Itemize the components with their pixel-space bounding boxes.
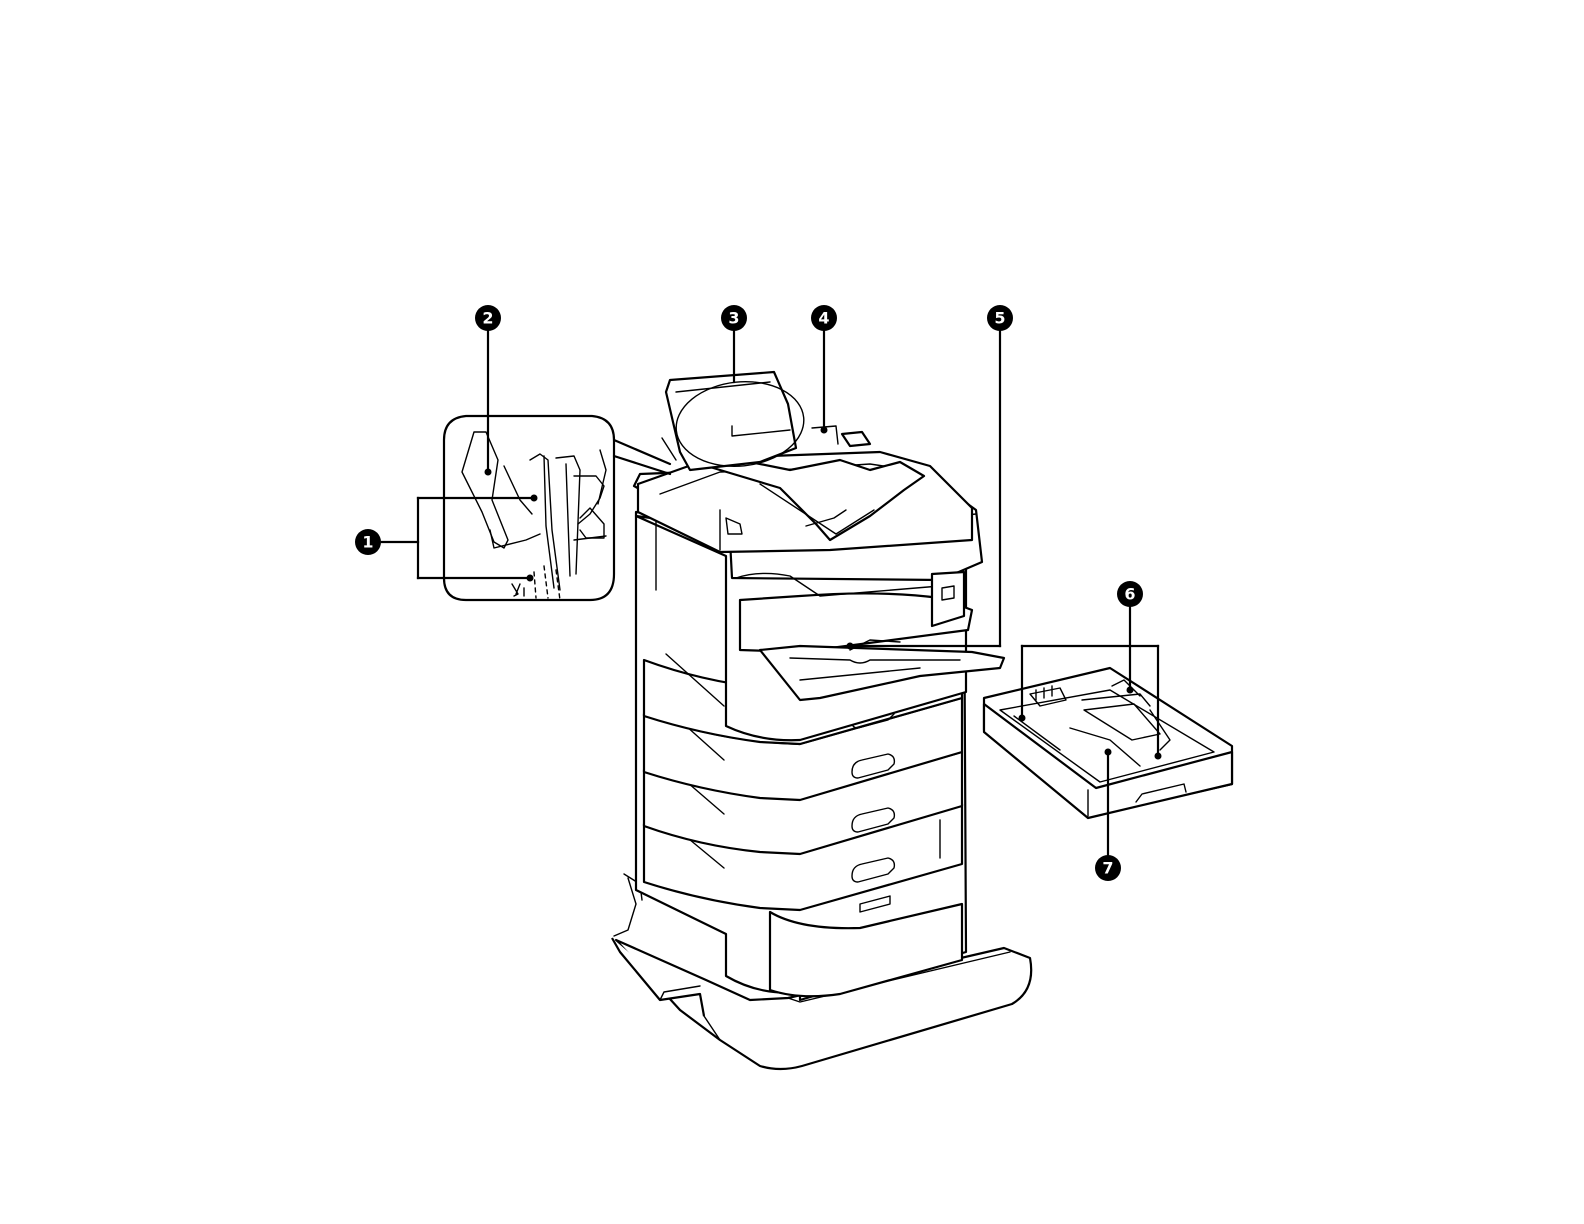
callout-label-3: 3 [728, 309, 739, 328]
callout-label-5: 5 [994, 309, 1005, 328]
callout-badge-5: 5 [987, 305, 1013, 331]
callout-badge-6: 6 [1117, 581, 1143, 607]
callout-label-4: 4 [818, 309, 829, 328]
callout-label-6: 6 [1124, 585, 1135, 604]
callout-label-7: 7 [1102, 859, 1113, 878]
printer-body [634, 372, 1004, 1000]
callout-badge-1: 1 [355, 529, 381, 555]
callout-badge-7: 7 [1095, 855, 1121, 881]
callout-label-1: 1 [362, 533, 373, 552]
callout-badge-4: 4 [811, 305, 837, 331]
callout-label-2: 2 [482, 309, 493, 328]
callout-badge-3: 3 [721, 305, 747, 331]
callout-badge-2: 2 [475, 305, 501, 331]
